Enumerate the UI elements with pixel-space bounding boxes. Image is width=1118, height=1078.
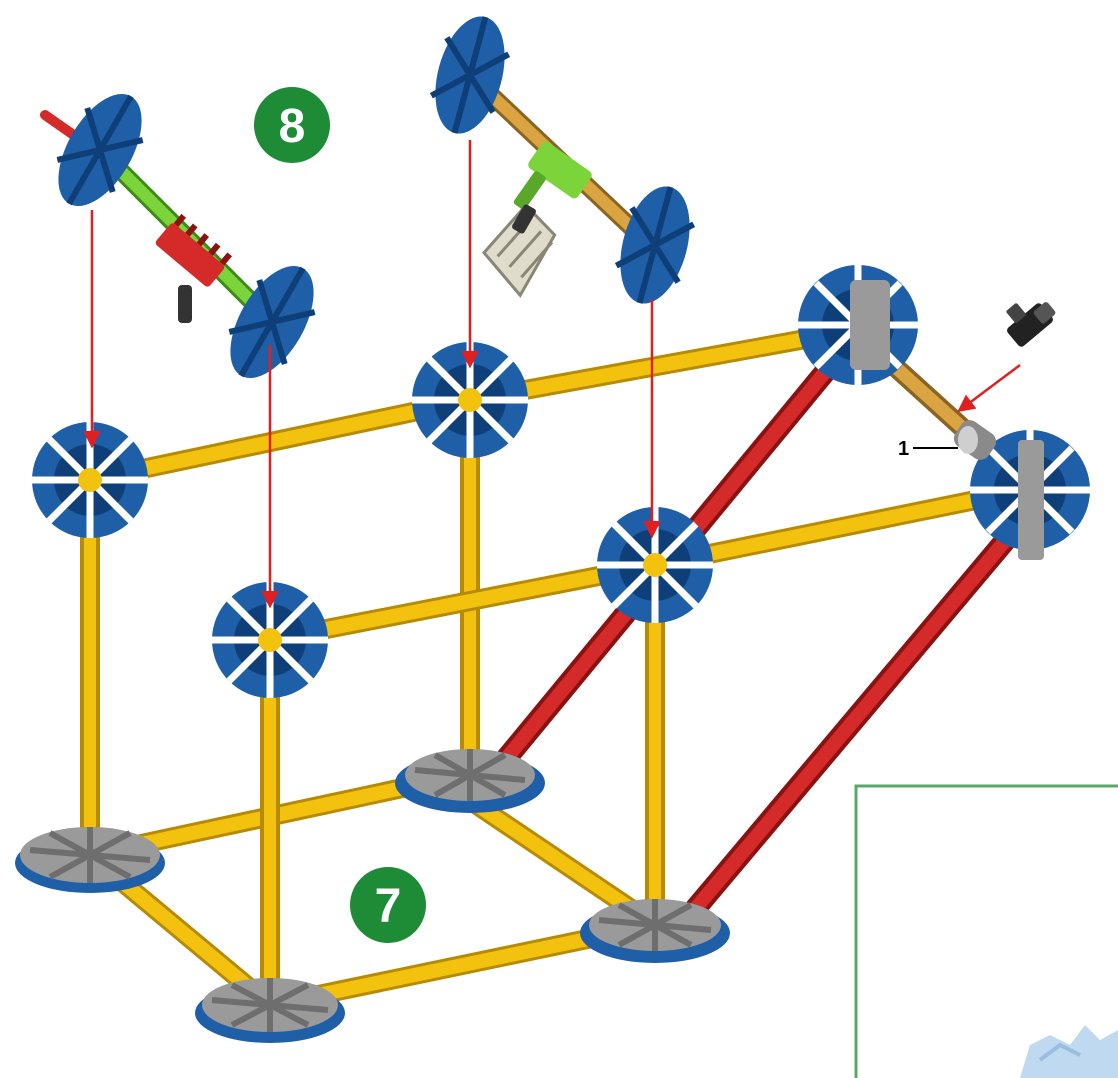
subassembly-left-red-connector [155, 213, 232, 287]
connector-bottom-front [195, 978, 345, 1043]
part-quantity-callout: 1 [898, 438, 958, 460]
connector-top-left [32, 422, 148, 538]
step-7-number: 7 [375, 880, 402, 933]
arrow-clip-part [957, 364, 1021, 413]
connector-top-back [412, 342, 528, 458]
red-diagonal-rods [494, 349, 1021, 926]
top-connectors [32, 265, 1090, 698]
subassembly-left [40, 93, 316, 379]
connector-bottom-back [395, 749, 545, 813]
step-7-badge: 7 [350, 867, 426, 943]
subassembly-left-top-connector [56, 93, 144, 207]
connector-top-right-back [798, 265, 918, 385]
subassembly-right [429, 16, 696, 304]
subassembly-right-bottom-connector [614, 186, 696, 304]
connector-top-right-front [970, 430, 1090, 560]
connector-top-middle [597, 507, 713, 623]
step-8-number: 8 [279, 100, 306, 153]
subassembly-right-green-clip [513, 141, 592, 210]
black-clip-part-icon [1006, 302, 1056, 347]
inset-detail-box [854, 784, 1118, 1078]
gray-spacer-part [953, 420, 997, 460]
connector-top-front [212, 582, 328, 698]
inset-partial-connector [1020, 1025, 1118, 1078]
subassembly-right-top-connector [429, 16, 511, 134]
subassembly-left-bottom-connector [228, 265, 316, 379]
step-8-badge: 8 [254, 87, 330, 163]
connector-bottom-right [580, 899, 730, 963]
assembly-arrows [83, 140, 1021, 609]
bottom-connectors [15, 749, 730, 1043]
part-quantity-label: 1 [898, 438, 909, 460]
connector-bottom-left [15, 827, 165, 893]
subassembly-right-white-connector [482, 203, 557, 298]
